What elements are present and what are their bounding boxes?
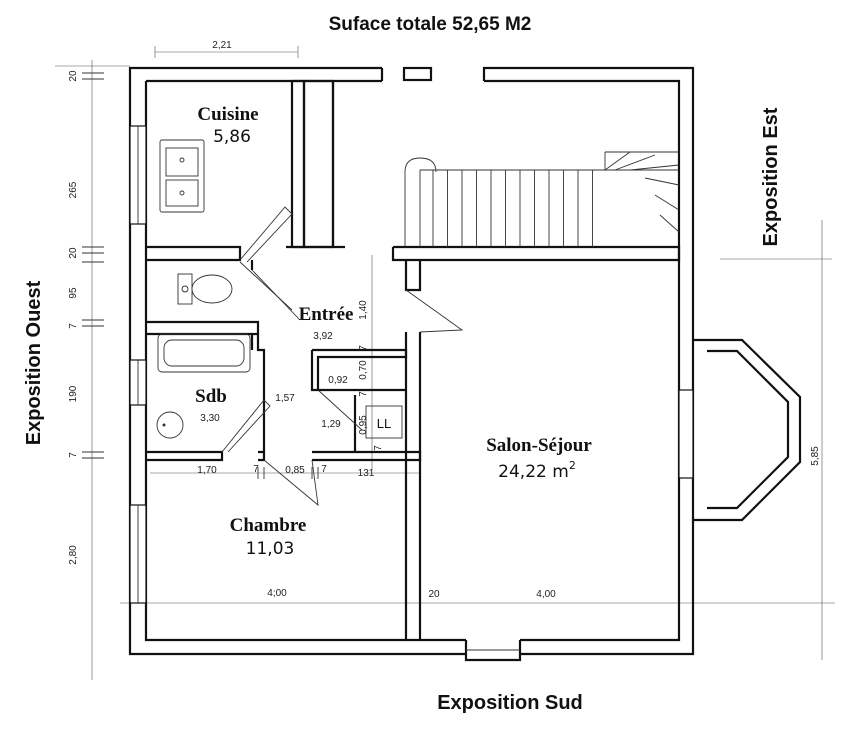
washbasin: [156, 411, 184, 439]
room-sdb-name: Sdb: [195, 386, 227, 407]
exterior-walls: [128, 66, 695, 662]
dim-inner-3: 1,29: [321, 419, 341, 430]
stair-tread: [644, 177, 680, 186]
room-salon-area-value: 24,22 m: [498, 462, 569, 482]
dim-row-2: 7: [253, 464, 259, 475]
dim-left-8: 2,80: [68, 545, 79, 565]
dim-inner-1: 0,92: [328, 375, 348, 386]
dim-row-4: 7: [321, 464, 327, 475]
dim-entree-1: 1,40: [358, 300, 369, 320]
plan-title: Suface totale 52,65 M2: [329, 14, 532, 35]
interior-walls: [146, 79, 681, 640]
room-cuisine-name: Cuisine: [197, 104, 258, 125]
stair-tread: [614, 154, 656, 171]
kitchen-sink: [159, 139, 205, 213]
room-entree-area: 3,92: [313, 331, 333, 342]
room-salon-area-sup: 2: [569, 459, 576, 472]
room-cuisine-area: 5,86: [213, 127, 251, 147]
room-entree-name: Entrée: [299, 304, 354, 325]
dim-left-5: 7: [68, 323, 79, 329]
dim-left-6: 190: [68, 385, 79, 402]
room-labels: Cuisine 5,86 Entrée 3,92 Sdb 3,30 Chambr…: [195, 104, 592, 559]
dim-row-3: 0,85: [285, 465, 305, 476]
dim-bottom-right: 4,00: [536, 589, 556, 600]
bathtub: [157, 333, 251, 373]
dimension-lines: [55, 46, 835, 680]
label-exposition-est: Exposition Est: [760, 107, 782, 246]
dim-entree-4: 7: [358, 391, 369, 397]
stair-tread: [659, 214, 680, 233]
dim-entree-3: 0,70: [358, 360, 369, 380]
dim-entree-5: 0,95: [358, 415, 369, 435]
dim-left-1: 20: [68, 70, 79, 82]
stair-tread: [654, 194, 680, 211]
door-swings: [221, 206, 464, 507]
dim-left-4: 95: [68, 287, 79, 299]
stair-tread: [629, 164, 680, 171]
label-exposition-ouest: Exposition Ouest: [23, 280, 45, 445]
room-salon-name: Salon-Séjour: [486, 435, 592, 456]
dim-left-3: 20: [68, 247, 79, 259]
toilet: [177, 273, 233, 305]
west-windows: [129, 125, 147, 604]
dim-right: 5,85: [810, 446, 821, 466]
ll-box: [365, 405, 403, 439]
room-salon-area: 24,22 m2: [498, 459, 576, 482]
dim-row-5: 131: [358, 468, 375, 479]
stair-tread: [604, 151, 631, 171]
dim-bottom-mid: 20: [428, 589, 440, 600]
dim-entree-6: 7: [373, 445, 384, 451]
room-ll-name: LL: [377, 416, 391, 431]
dim-left-7: 7: [68, 452, 79, 458]
dim-inner-2: 1,57: [275, 393, 295, 404]
bay-window: [678, 338, 802, 522]
dim-top-width: 2,21: [212, 40, 232, 51]
label-exposition-sud: Exposition Sud: [437, 692, 583, 714]
dim-row-1: 1,70: [197, 465, 217, 476]
dim-left-2: 265: [68, 181, 79, 198]
room-chambre-name: Chambre: [230, 515, 307, 536]
room-sdb-area: 3,30: [200, 413, 220, 424]
dim-entree-2: 7: [358, 345, 369, 351]
dimension-labels: 2,21 20 265 20 95 7 190 7 2,80 5,85 4;00…: [68, 40, 821, 600]
dim-bottom-left: 4;00: [267, 588, 287, 599]
staircase: [404, 151, 680, 247]
room-chambre-area: 11,03: [246, 539, 295, 559]
